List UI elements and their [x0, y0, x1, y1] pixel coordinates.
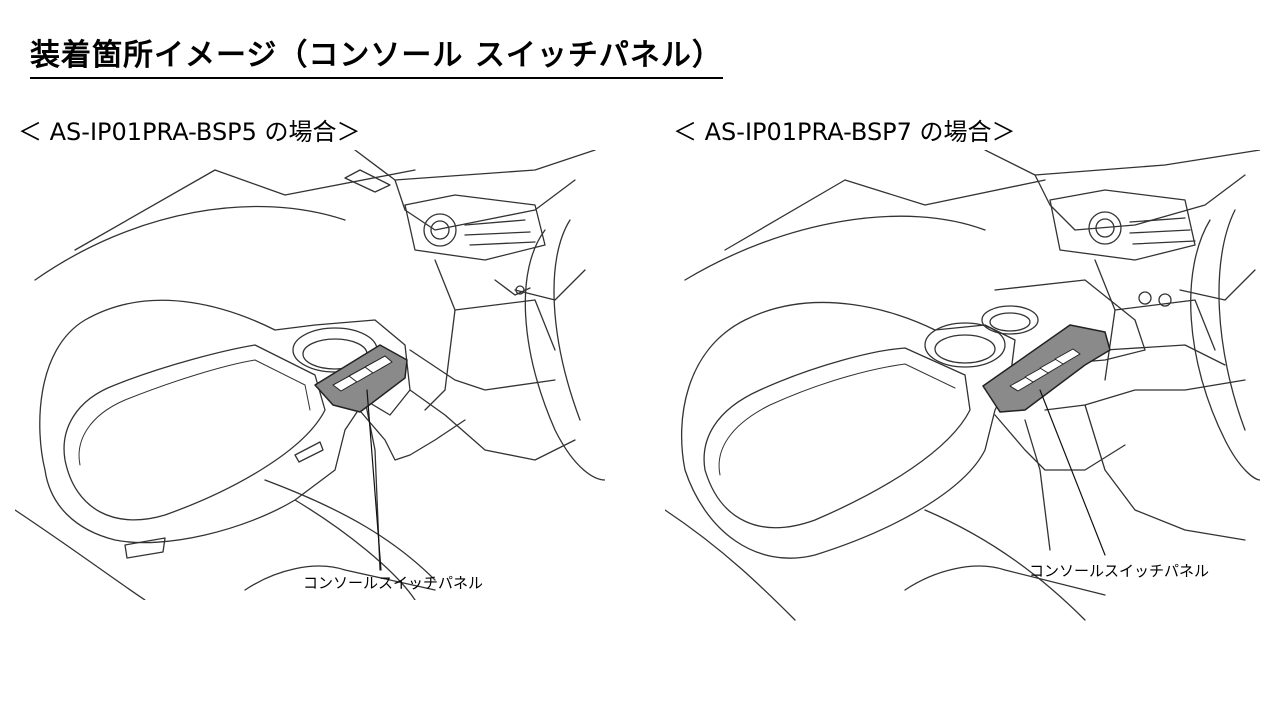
figure-caption-bsp7: ＜ AS-IP01PRA-BSP7 の場合＞ — [673, 118, 1016, 146]
figure-caption-bsp5: ＜ AS-IP01PRA-BSP5 の場合＞ — [18, 118, 361, 146]
console-illustration-bsp5 — [15, 150, 605, 600]
console-illustration-bsp7 — [665, 150, 1260, 630]
callout-label-bsp7: コンソールスイッチパネル — [1029, 562, 1210, 580]
page-title: 装着箇所イメージ（コンソール スイッチパネル） — [30, 30, 723, 79]
callout-label-bsp5: コンソールスイッチパネル — [303, 574, 484, 592]
